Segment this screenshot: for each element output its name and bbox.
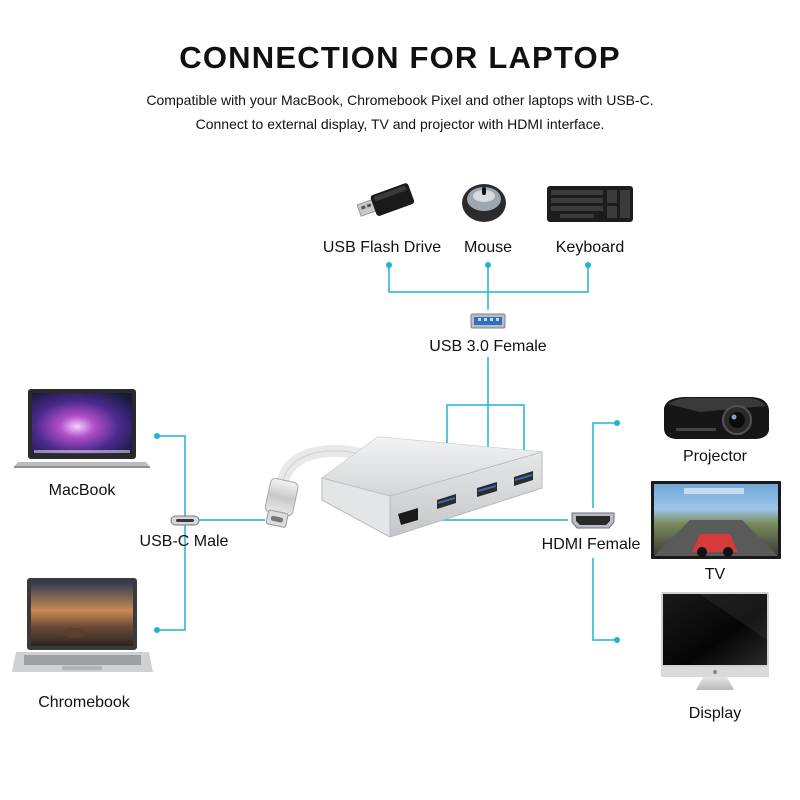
page-title: CONNECTION FOR LAPTOP: [179, 40, 620, 75]
tv-icon: [651, 481, 781, 559]
usbc-male-icon: [170, 515, 200, 526]
usbc-male-label: USB-C Male: [140, 533, 229, 550]
subtitle-line-1: Compatible with your MacBook, Chromebook…: [146, 92, 653, 108]
projector-label: Projector: [683, 448, 748, 465]
left-bracket-line: [157, 435, 186, 631]
display-line: [592, 558, 617, 641]
keyboard-dot: [585, 262, 591, 268]
usb-flash-drive-icon: [356, 183, 415, 217]
display-icon: [661, 592, 769, 690]
chromebook-label: Chromebook: [38, 694, 131, 711]
macbook-label: MacBook: [49, 482, 117, 499]
mouse-label: Mouse: [464, 239, 512, 256]
tv-label: TV: [705, 566, 726, 583]
hdmi-port-icon: [398, 508, 418, 525]
usb-port-icons: [437, 471, 533, 509]
chromebook-dot: [154, 627, 160, 633]
keyboard-label: Keyboard: [556, 239, 625, 256]
keyboard-icon: [547, 186, 633, 222]
macbook-dot: [154, 433, 160, 439]
display-dot: [614, 637, 620, 643]
display-label: Display: [689, 705, 741, 722]
hdmi-female-label: HDMI Female: [542, 536, 641, 553]
projector-dot: [614, 420, 620, 426]
usb3-port-icon: [470, 313, 506, 329]
usb3-female-label: USB 3.0 Female: [429, 338, 546, 355]
usb-c-hub-icon: [264, 436, 543, 538]
projector-icon: [664, 397, 769, 439]
hdmi-female-icon: [571, 512, 615, 529]
mouse-dot: [485, 262, 491, 268]
macbook-icon: [14, 389, 150, 468]
chromebook-icon: [12, 578, 153, 672]
flash-drive-dot: [386, 262, 392, 268]
mouse-icon: [462, 184, 506, 222]
usb-flash-drive-label: USB Flash Drive: [323, 239, 441, 256]
subtitle-line-2: Connect to external display, TV and proj…: [196, 116, 605, 132]
projector-line: [592, 422, 617, 508]
